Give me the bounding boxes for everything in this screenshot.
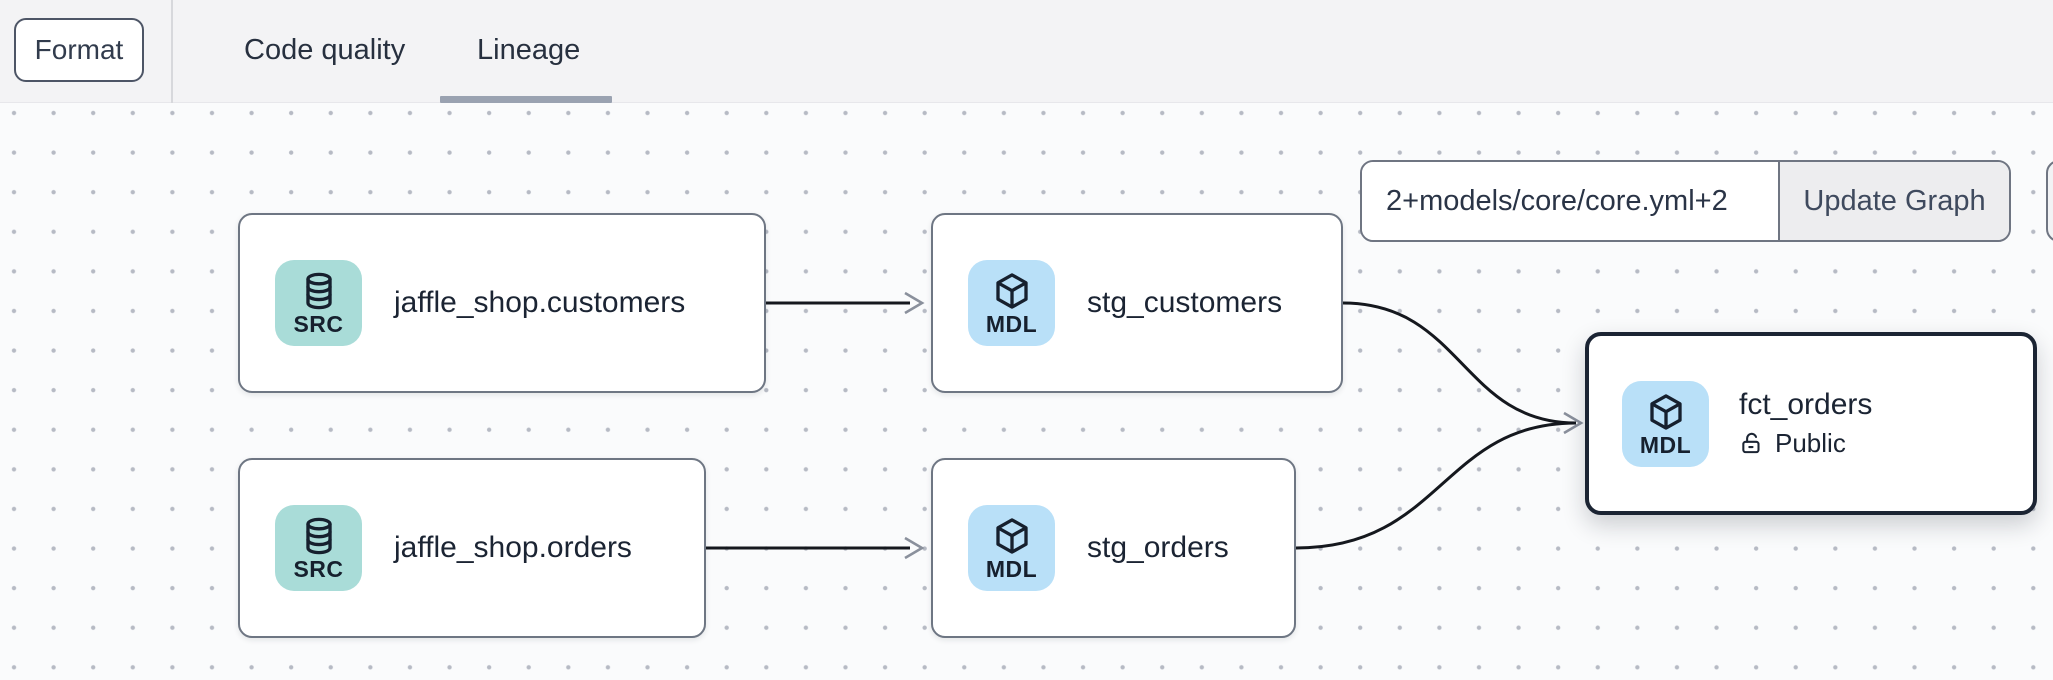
unlock-icon: [1742, 432, 1760, 453]
top-toolbar: Format Code quality Lineage: [0, 0, 2053, 103]
active-tab-underline: [440, 96, 612, 103]
node-fct-orders[interactable]: MDL fct_orders Public: [1585, 332, 2037, 515]
node-label: stg_orders: [1087, 531, 1229, 564]
node-jaffle-shop-customers[interactable]: SRC jaffle_shop.customers: [238, 213, 766, 393]
access-label: Public: [1775, 428, 1846, 458]
model-badge: MDL: [1622, 380, 1709, 467]
node-text-block: fct_orders Public: [1739, 388, 1872, 459]
source-badge: SRC: [275, 260, 362, 346]
lineage-edges: [706, 291, 1584, 560]
access-row: Public: [1739, 428, 1872, 459]
edge-arrowhead-fct-orders: [1563, 411, 1584, 435]
node-label: jaffle_shop.orders: [394, 531, 632, 564]
node-type-label: MDL: [985, 556, 1038, 582]
node-type-label: MDL: [985, 311, 1038, 337]
clipped-control[interactable]: [2046, 160, 2053, 242]
model-badge: MDL: [968, 260, 1055, 346]
cube-icon: [1649, 393, 1682, 430]
database-icon: [305, 272, 332, 310]
node-jaffle-shop-orders[interactable]: SRC jaffle_shop.orders: [238, 458, 706, 638]
node-stg-customers[interactable]: MDL stg_customers: [931, 213, 1343, 393]
graph-selector-group: Update Graph: [1360, 160, 2011, 242]
node-label: fct_orders: [1739, 388, 1873, 421]
node-stg-orders[interactable]: MDL stg_orders: [931, 458, 1296, 638]
format-button[interactable]: Format: [14, 18, 144, 82]
tab-code-quality[interactable]: Code quality: [244, 33, 406, 66]
database-icon: [305, 517, 332, 555]
cube-icon: [995, 518, 1028, 554]
node-label: stg_customers: [1087, 286, 1283, 319]
cube-icon: [995, 273, 1028, 309]
edge-arrowhead-stg-customers: [904, 291, 925, 315]
source-badge: SRC: [275, 505, 362, 591]
toolbar-divider: [171, 0, 173, 103]
node-type-label: MDL: [1639, 431, 1692, 458]
tab-lineage[interactable]: Lineage: [477, 33, 581, 66]
model-badge: MDL: [968, 505, 1055, 591]
selector-input[interactable]: [1362, 162, 1778, 240]
update-graph-button[interactable]: Update Graph: [1778, 162, 2009, 240]
edge-arrowhead-stg-orders: [904, 536, 925, 560]
node-type-label: SRC: [293, 311, 344, 337]
node-type-label: SRC: [293, 556, 344, 582]
edge-stg-orders-to-fct-orders: [1295, 421, 1577, 550]
edge-stg-customers-to-fct-orders: [1342, 301, 1577, 425]
node-label: jaffle_shop.customers: [394, 286, 686, 319]
